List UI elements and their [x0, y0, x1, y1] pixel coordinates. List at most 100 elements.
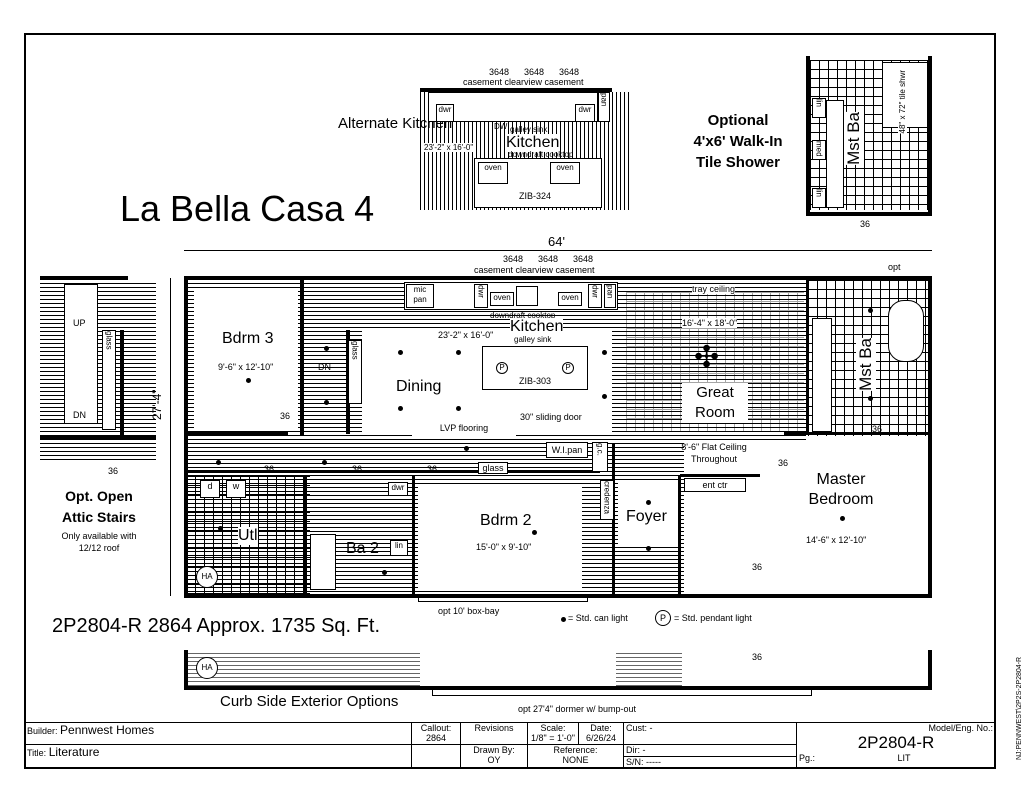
- master-size: 14'-6" x 12'-10": [806, 535, 867, 545]
- plan-fill: [432, 690, 812, 696]
- wall: [784, 432, 932, 435]
- plan-fill: [418, 484, 582, 590]
- can-light: [532, 530, 537, 535]
- depth-dim: 27'-4": [150, 389, 164, 420]
- title-block: Builder: Pennwest Homes Callout:2864 Rev…: [24, 721, 996, 769]
- alt-kitchen-room: Kitchen: [506, 134, 560, 152]
- can-light: [322, 460, 327, 465]
- bdrm3-label: Bdrm 3: [222, 330, 274, 347]
- sliding-door: 30" sliding door: [520, 412, 582, 422]
- can-light: [464, 446, 469, 451]
- foyer-label: Foyer: [626, 508, 667, 525]
- can-light: [398, 406, 403, 411]
- dwr-1: dwr: [474, 284, 488, 308]
- galley-sink-label: galley sink: [514, 335, 552, 344]
- cooktop: [516, 286, 538, 306]
- optional-shower-label: Optional 4'x6' Walk-In Tile Shower: [693, 112, 783, 171]
- ent-ctr: ent ctr: [684, 478, 746, 492]
- oven-2: oven: [558, 292, 582, 306]
- can-light: [324, 400, 329, 405]
- can-light: [646, 500, 651, 505]
- ext-dim-36: 36: [752, 652, 763, 662]
- bdrm2-label: Bdrm 2: [480, 512, 532, 529]
- opt-lin-top: lin: [812, 98, 826, 118]
- pendant-1: P: [496, 362, 508, 374]
- plan-fill: [194, 288, 298, 428]
- cooktop-label: downdraft cooktop: [490, 311, 556, 320]
- wall: [188, 432, 288, 436]
- alt-pan: pan: [598, 92, 610, 122]
- can-light: [398, 350, 403, 355]
- alt-kitchen-window-types: casement clearview casement: [463, 77, 584, 87]
- alt-kitchen-size: 23'-2" x 16'-0": [424, 143, 474, 152]
- ba2-lin: lin: [390, 540, 408, 556]
- wall: [412, 476, 415, 594]
- can-light: [646, 546, 651, 551]
- great-room-size: 16'-4" x 18'-0": [682, 318, 738, 328]
- alt-dwr-left: dwr: [436, 104, 454, 122]
- kitchen-size: 23'-2" x 16'-0": [438, 330, 494, 340]
- plan-fill: [682, 650, 928, 686]
- pendant-2: P: [562, 362, 574, 374]
- attic-stair: [64, 284, 98, 424]
- wall: [188, 470, 600, 473]
- opt-mst-ba: Mst Ba: [844, 112, 864, 165]
- washer: w: [226, 480, 246, 498]
- ext-ha: HA: [196, 657, 218, 679]
- attic-glass: glass: [102, 330, 116, 430]
- alt-kitchen-windows: 3648 3648 3648: [488, 67, 580, 77]
- ba2-label: Ba 2: [346, 540, 379, 557]
- tray-ceiling: tray ceiling: [692, 284, 736, 294]
- wall: [184, 686, 932, 690]
- can-light: [218, 526, 223, 531]
- outer-wall-right: [928, 276, 932, 598]
- opt-shower-text: 48" x 72" tile shwr: [898, 70, 907, 134]
- hall-36-a: 36: [264, 464, 275, 474]
- plan-title: La Bella Casa 4: [120, 188, 375, 229]
- plan-fill: [684, 442, 930, 592]
- island-label: ZIB-303: [518, 376, 551, 386]
- attic-floor: [40, 280, 156, 460]
- alt-oven-left: oven: [478, 162, 508, 184]
- opt-dim-36: 36: [860, 219, 871, 229]
- hall-36-b: 36: [352, 464, 363, 474]
- dn-label: DN: [318, 362, 331, 372]
- oven-1: oven: [490, 292, 514, 306]
- can-light: [382, 570, 387, 575]
- bdrm2-size: 15'-0" x 9'-10": [476, 542, 532, 552]
- width-dim-line: [184, 250, 932, 251]
- wall: [120, 330, 124, 440]
- can-light: [840, 516, 845, 521]
- opt-med-top: med: [812, 140, 826, 160]
- mst-vanity: [812, 318, 832, 432]
- wi-pan: W.I.pan: [546, 442, 588, 458]
- bdrm3-size: 9'-6" x 12'-10": [218, 362, 274, 372]
- ceiling-fan: ✣: [694, 341, 720, 374]
- attic-dn: DN: [73, 410, 86, 420]
- attic-up: UP: [73, 318, 86, 328]
- attic-dim-36: 36: [108, 466, 119, 476]
- dryer: d: [200, 480, 220, 498]
- hall-glass: glass: [478, 462, 508, 474]
- dining-label: Dining: [396, 378, 442, 395]
- can-light: [246, 378, 251, 383]
- mst-ba-36: 36: [872, 424, 883, 434]
- wall: [928, 56, 932, 216]
- master-36-a: 36: [778, 458, 789, 468]
- can-light: [602, 394, 607, 399]
- legend-pendant: = Std. pendant light: [674, 613, 752, 623]
- alt-oven-right: oven: [550, 162, 580, 184]
- alt-kitchen-label: Alternate Kitchen: [338, 115, 453, 132]
- outer-wall-top: [184, 276, 932, 280]
- wall: [806, 212, 932, 216]
- opt-lin-bottom: lin: [812, 188, 826, 208]
- legend-pendant-symbol: P: [655, 610, 671, 626]
- bdrm3-36: 36: [280, 411, 291, 421]
- ha-unit: HA: [196, 566, 218, 588]
- can-light: [456, 350, 461, 355]
- wall: [806, 280, 809, 432]
